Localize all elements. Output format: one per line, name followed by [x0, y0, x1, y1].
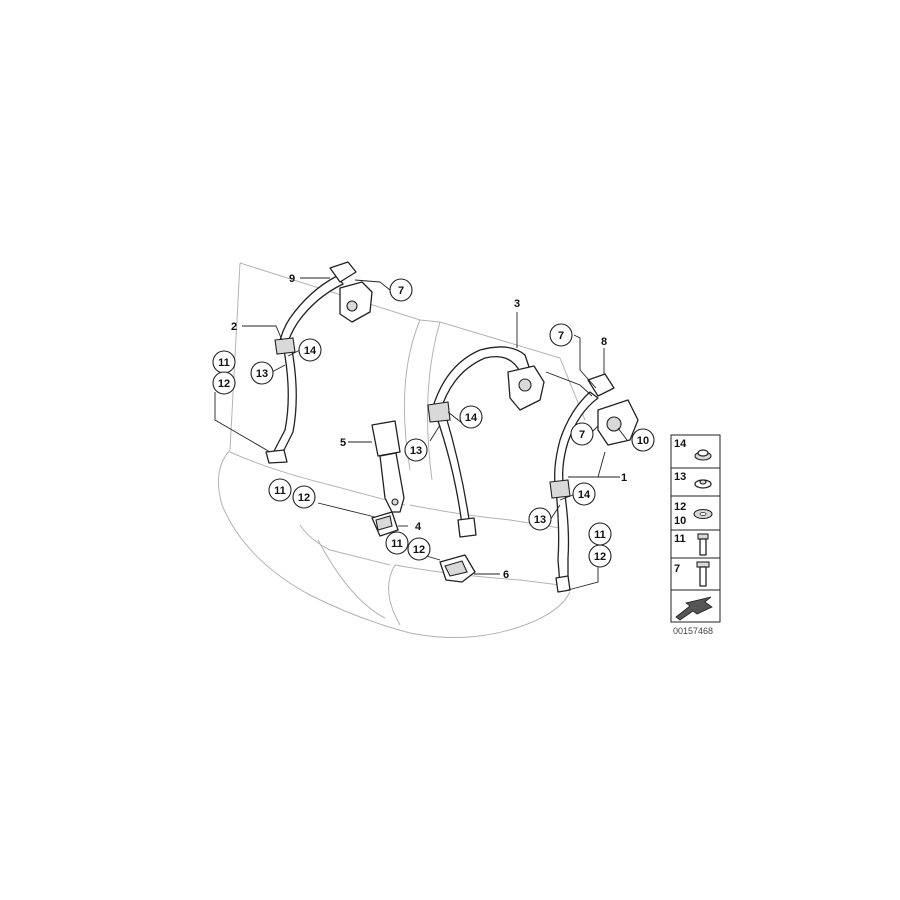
callout-13-b: 13	[410, 445, 422, 457]
callout-circles	[212, 278, 655, 568]
center-retractor	[507, 365, 545, 411]
washer-icon	[693, 508, 713, 520]
legend-label-14: 14	[674, 438, 687, 450]
callout-4: 4	[415, 521, 422, 533]
direction-arrow-icon	[675, 596, 713, 621]
right-seat-belt	[549, 391, 599, 593]
legend-label-10: 10	[674, 515, 686, 527]
callout-14-a: 14	[304, 345, 317, 357]
callout-12-c: 12	[413, 544, 425, 556]
legend-label-13: 13	[674, 471, 686, 483]
callout-13-a: 13	[256, 368, 268, 380]
rear-seat-outline	[217, 262, 586, 638]
legend-label-11: 11	[674, 533, 686, 545]
right-retractor	[587, 373, 639, 446]
left-seat-belt	[265, 275, 344, 464]
callout-7-left: 7	[398, 285, 404, 297]
left-retractor	[329, 261, 373, 323]
callout-2: 2	[231, 321, 237, 333]
callout-5: 5	[340, 437, 346, 449]
center-buckle	[371, 420, 405, 513]
callout-9: 9	[289, 273, 295, 285]
parts-legend-panel: 14 13 12 10 11 7	[670, 434, 721, 623]
callout-13-c: 13	[534, 514, 546, 526]
callout-8: 8	[601, 336, 607, 348]
callout-7-right-top: 7	[558, 330, 564, 342]
callout-6: 6	[503, 569, 509, 581]
callout-10: 10	[637, 435, 649, 447]
callout-14-b: 14	[465, 412, 478, 424]
flange-bolt-icon	[696, 561, 710, 587]
callout-11-a: 11	[218, 357, 230, 369]
callout-1: 1	[621, 472, 627, 484]
legend-label-7: 7	[674, 563, 680, 575]
callout-12-d: 12	[594, 551, 606, 563]
callout-14-c: 14	[578, 489, 591, 501]
buckle-4	[371, 511, 399, 537]
buckle-6	[439, 554, 476, 583]
callout-11-d: 11	[594, 529, 606, 541]
callout-12-b: 12	[298, 492, 310, 504]
callout-labels: 1 2 3 4 5 6 7 7 7 8 9 10 11 12 14 13 11 …	[218, 273, 649, 581]
callout-11-c: 11	[391, 538, 403, 550]
callout-3: 3	[514, 298, 520, 310]
callout-11-b: 11	[274, 485, 286, 497]
washer-nut-icon	[694, 449, 712, 461]
bolt-icon	[697, 533, 709, 556]
cap-icon	[694, 479, 712, 489]
legend-label-12: 12	[674, 501, 686, 513]
drawing-number: 00157468	[673, 626, 713, 636]
callout-12-a: 12	[218, 378, 230, 390]
callout-7-right-mid: 7	[579, 429, 585, 441]
